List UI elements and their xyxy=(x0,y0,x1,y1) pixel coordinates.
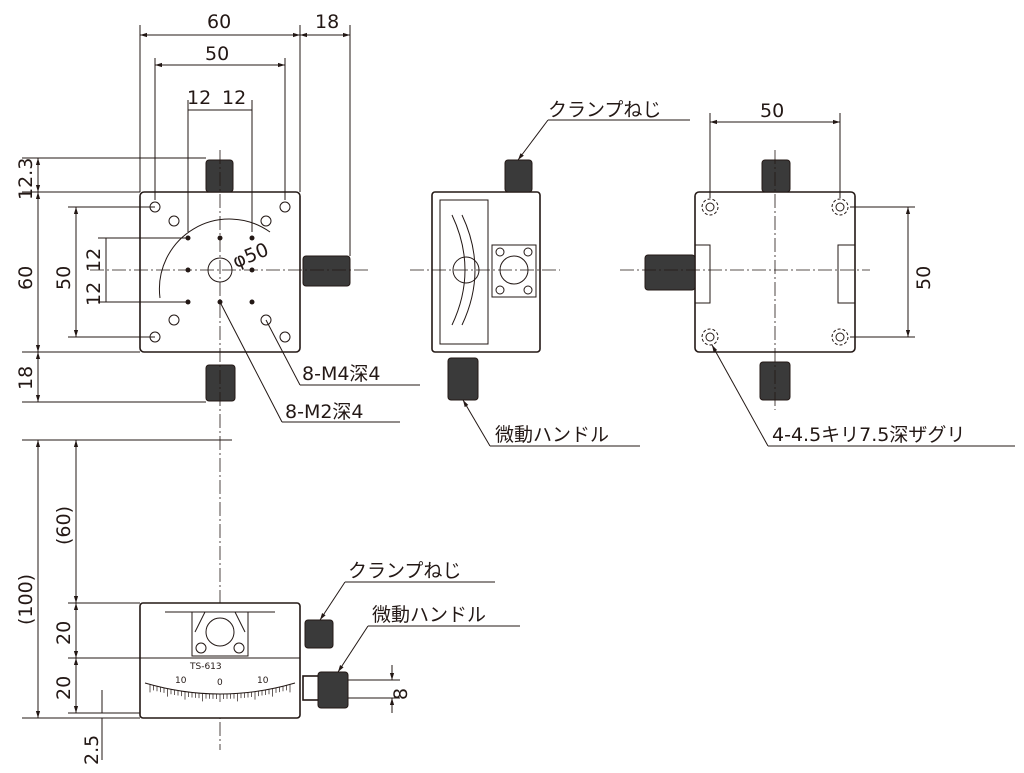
front-dim-100: (100) xyxy=(15,574,37,625)
dim-12-right: 12 xyxy=(222,87,246,109)
scale-arc xyxy=(144,682,296,695)
scale-label-right: 10 xyxy=(257,676,269,686)
dim-h12b: 12 xyxy=(83,282,105,306)
scale-ticks xyxy=(149,684,291,702)
scale-label-center: 0 xyxy=(217,678,223,688)
bottom-view: 50 50 4-4.5キリ7.5深ザグリ xyxy=(620,100,1015,447)
m2-holes xyxy=(185,235,255,305)
handle-knob-icon xyxy=(205,364,236,402)
front-dim-20a: 20 xyxy=(53,621,75,645)
dim-h12a: 12 xyxy=(83,248,105,272)
clamp-knob-icon xyxy=(302,255,351,287)
dim-h50: 50 xyxy=(53,266,75,290)
front-dim-8: 8 xyxy=(390,688,412,700)
center-hole xyxy=(207,257,233,283)
top-view: φ50 60 18 50 12 12 12.3 60 18 50 12 12 8… xyxy=(15,11,420,750)
dim-h18: 18 xyxy=(15,366,37,390)
callout-m4: 8-M4深4 xyxy=(302,363,381,385)
front-dim-60: (60) xyxy=(53,506,75,545)
handle-knob-icon xyxy=(447,357,479,401)
clamp-knob-icon xyxy=(504,159,533,193)
bottom-dim-w50: 50 xyxy=(760,100,784,122)
dim-50: 50 xyxy=(205,43,229,65)
dim-12-left: 12 xyxy=(187,87,211,109)
phi50-arc xyxy=(158,218,271,299)
callout-m2: 8-M2深4 xyxy=(285,401,364,423)
side-handle-label: 微動ハンドル xyxy=(495,424,609,446)
dim-60: 60 xyxy=(207,11,231,33)
side-clamp-label: クランプねじ xyxy=(548,99,661,121)
dim-12-3: 12.3 xyxy=(15,158,37,200)
m4-holes xyxy=(149,201,291,343)
front-dim-2-5: 2.5 xyxy=(81,735,103,765)
model-label: TS-613 xyxy=(189,662,222,672)
side-view: クランプねじ 微動ハンドル xyxy=(410,99,690,447)
dim-h60: 60 xyxy=(15,266,37,290)
front-view: TS-613 10 0 10 (100) (60) 20 20 2.5 8 クラ… xyxy=(15,439,520,765)
front-dim-20b: 20 xyxy=(53,676,75,700)
front-clamp-label: クランプねじ xyxy=(348,560,461,582)
scale-label-left: 10 xyxy=(175,676,187,686)
knob-top-icon xyxy=(205,159,234,193)
front-handle-label: 微動ハンドル xyxy=(372,604,486,626)
bottom-dim-h50: 50 xyxy=(913,266,935,290)
dim-18: 18 xyxy=(315,11,339,33)
bottom-callout: 4-4.5キリ7.5深ザグリ xyxy=(772,424,965,446)
